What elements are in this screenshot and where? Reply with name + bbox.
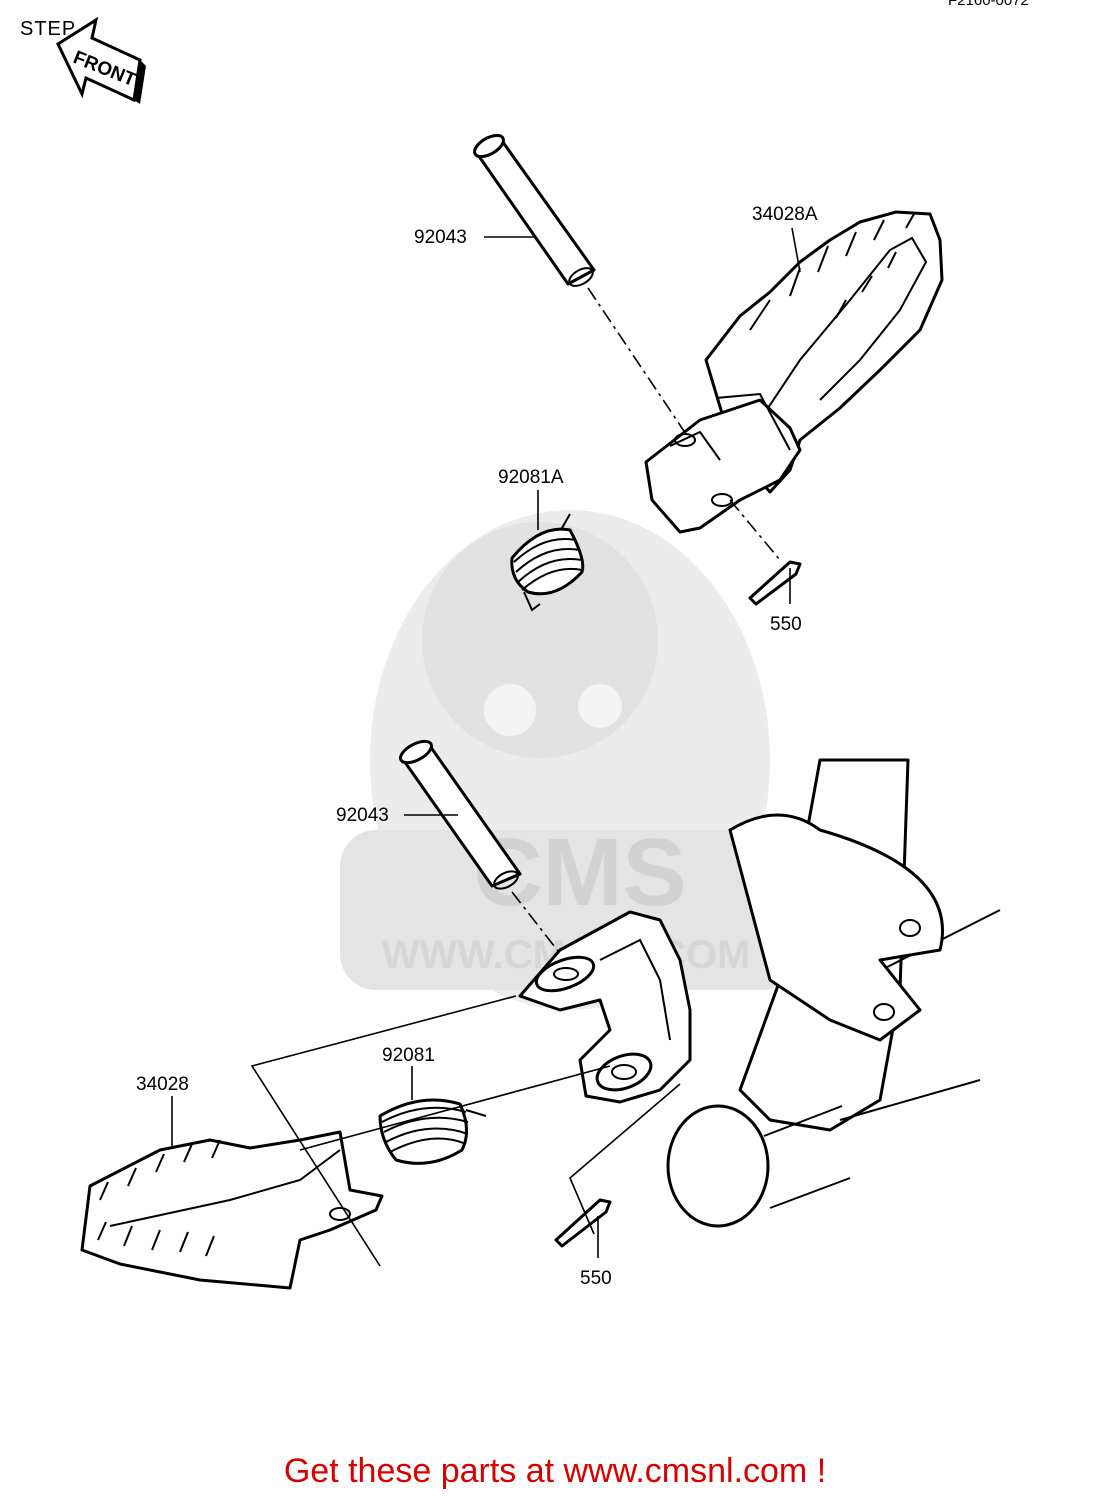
footrest-upper	[644, 210, 944, 534]
callout-spring-lower: 92081	[382, 1045, 435, 1066]
footrest-lower	[80, 1130, 384, 1290]
diagram-title: STEP	[20, 18, 77, 40]
cotter-pin-lower	[554, 1198, 612, 1248]
callout-pin-lower: 92043	[336, 805, 389, 826]
front-arrow: FRONT	[56, 16, 146, 104]
callout-step-lower: 34028	[136, 1074, 189, 1095]
callout-step-upper: 34028A	[752, 204, 818, 225]
frame	[666, 758, 1001, 1228]
cotter-pin-upper	[748, 560, 802, 606]
spring-upper	[510, 513, 585, 612]
step-bracket	[518, 910, 692, 1104]
cms-watermark: CMS WWW.CMSNL.COM	[340, 510, 800, 1010]
pivot-pin-lower	[399, 739, 522, 890]
callout-cotter-upper: 550	[770, 614, 802, 635]
figure-code: F2160-0072	[948, 0, 1029, 9]
parts-link-banner[interactable]: Get these parts at www.cmsnl.com !	[283, 1452, 827, 1490]
callout-pin-upper: 92043	[414, 227, 467, 248]
pivot-pin-upper	[473, 133, 596, 287]
callout-spring-upper: 92081A	[498, 467, 564, 488]
callout-cotter-lower: 550	[580, 1268, 612, 1289]
spring-lower	[378, 1098, 487, 1165]
